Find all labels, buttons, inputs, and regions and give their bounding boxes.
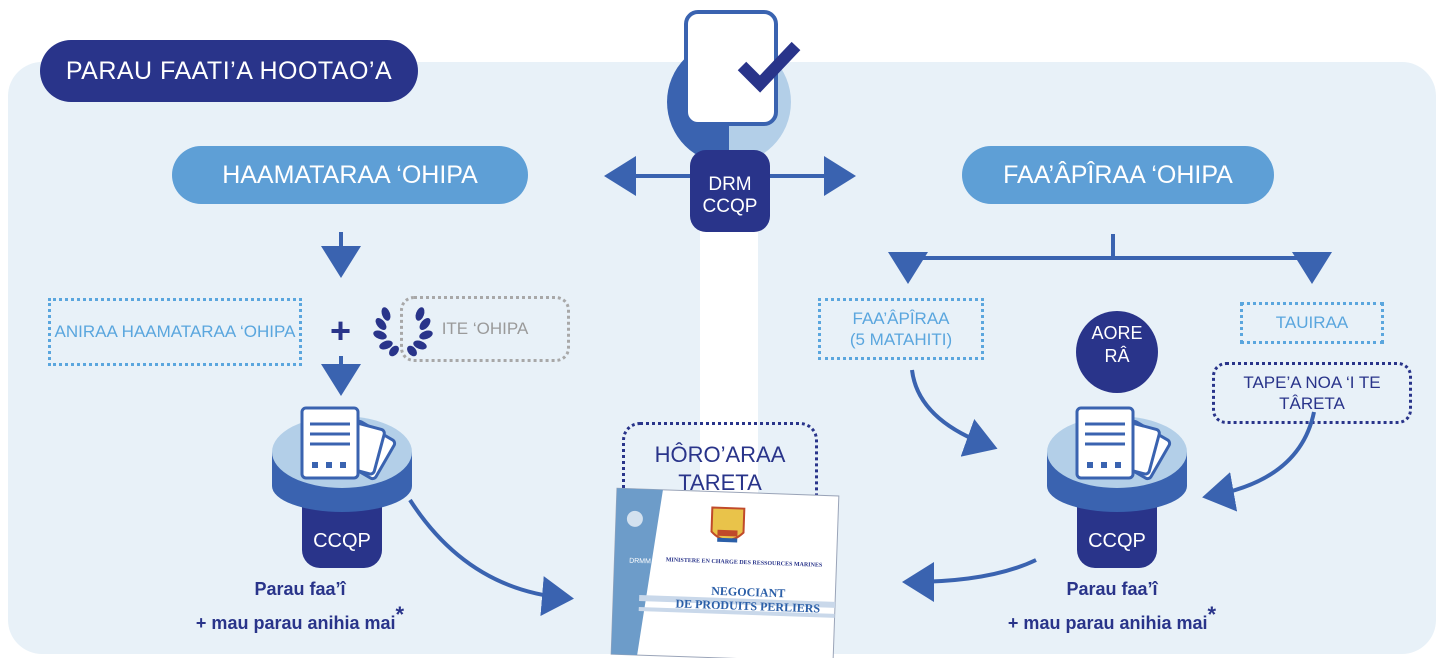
arrow-renewal-to-ccqp [910, 369, 998, 457]
card-logo-text: DRMM [628, 557, 652, 566]
center-label: DRM CCQP [690, 174, 770, 218]
left-caption-line2: + mau parau anihia mai [195, 612, 396, 633]
right-ccqp-label: CCQP [1088, 530, 1146, 552]
page-title: PARAU FAATI’A HOOTAO’A [40, 40, 418, 102]
right-ccqp-node [1047, 406, 1187, 568]
left-asterisk: * [395, 601, 405, 627]
laurel-icon [373, 307, 433, 357]
arrow-right-ccqp-to-card [902, 558, 1037, 602]
right-caption: Parau faa’î + mau parau anihia mai* [962, 578, 1262, 634]
change-box: TAUIRAA [1240, 302, 1384, 344]
or-circle [1076, 311, 1158, 393]
document-stack-icon [1075, 406, 1172, 481]
crest-icon [710, 506, 746, 543]
center-label-line1: DRM [708, 174, 752, 195]
experience-label: ITE ‘OHIPA [441, 319, 529, 339]
trader-card-image [610, 487, 840, 658]
branch-connector [888, 234, 1332, 284]
arrow-left-ccqp-to-card [408, 498, 574, 616]
document-stack-icon [300, 406, 397, 481]
plus-sign: + [330, 310, 352, 351]
start-request-box: ANIRAA HAAMATARAA ‘OHIPA [48, 298, 302, 366]
renewal-box: FAA’ÂPÎRAA (5 MATAHITI) [818, 298, 984, 360]
start-activity-pill: HAAMATARAA ‘OHIPA [172, 146, 528, 204]
arrow-keep-to-ccqp [1202, 411, 1316, 512]
continue-activity-pill: FAA’ÂPÎRAA ‘OHIPA [962, 146, 1274, 204]
center-label-line2: CCQP [702, 195, 758, 217]
checklist-badge-icon [667, 10, 801, 232]
experience-box: ITE ‘OHIPA [400, 296, 570, 362]
or-label: AORE RÂ [1091, 323, 1143, 366]
left-caption-line1: Parau faa’î [254, 579, 346, 599]
right-asterisk: * [1207, 601, 1217, 627]
right-caption-line2: + mau parau anihia mai [1007, 612, 1208, 633]
left-caption: Parau faa’î + mau parau anihia mai* [150, 578, 450, 634]
left-ccqp-label: CCQP [313, 530, 371, 552]
left-ccqp-node [272, 406, 412, 568]
right-caption-line1: Parau faa’î [1066, 579, 1158, 599]
